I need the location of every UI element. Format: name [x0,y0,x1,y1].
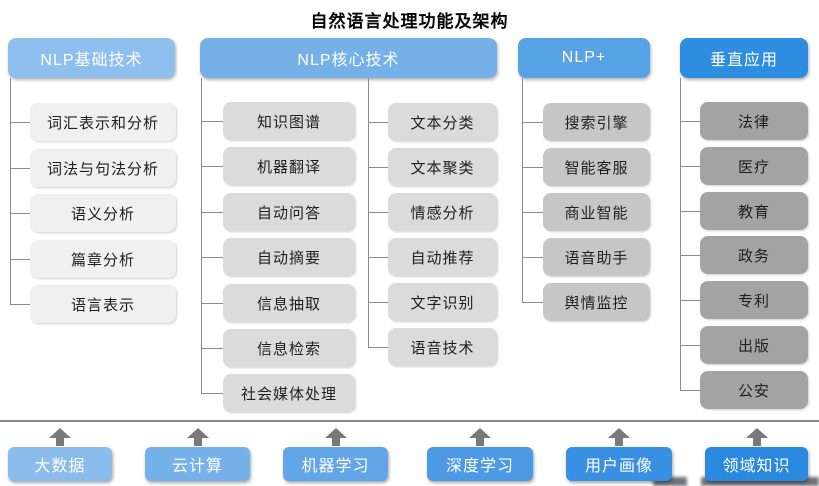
connector-tick [201,303,223,304]
item-box: 情感分析 [388,193,497,231]
connector-tick [368,212,388,213]
connector-tick [368,257,388,258]
item-box: 公安 [700,371,808,409]
connector-tick [10,304,30,305]
connector-line [10,78,11,304]
column-header: NLP核心技术 [200,38,497,78]
connector-tick [368,302,388,303]
connector-tick [522,122,543,123]
connector-line [522,78,523,302]
item-box: 文本聚类 [388,148,497,186]
item-box: 出版 [700,326,808,364]
item-box: 语音助手 [543,238,650,276]
connector-tick [680,255,700,256]
arrow-up-icon [186,428,209,438]
item-box: 法律 [700,102,808,140]
column-header: NLP基础技术 [8,38,175,78]
foundation-box: 大数据 [8,447,112,481]
connector-tick [201,212,223,213]
item-box: 自动问答 [223,193,355,231]
arrow-up-icon [49,428,71,438]
item-box: 专利 [700,281,808,319]
connector-tick [201,393,223,394]
item-box: 语义分析 [30,194,176,232]
foundation-box: 机器学习 [283,447,388,481]
connector-tick [10,259,30,260]
connector-tick [680,121,700,122]
connector-tick [368,347,388,348]
item-box: 自动摘要 [223,238,355,276]
item-box: 词汇表示和分析 [30,103,176,141]
item-box: 词法与句法分析 [30,149,176,187]
item-box: 政务 [700,236,808,274]
column-header: NLP+ [518,38,650,78]
column-header: 垂直应用 [680,38,808,78]
connector-tick [10,122,30,123]
arrow-up-stem [615,438,623,446]
item-box: 知识图谱 [223,102,355,140]
arrow-up-icon [324,428,347,438]
arrow-up-stem [752,438,761,446]
connector-tick [680,300,700,301]
item-box: 商业智能 [543,193,650,231]
arrow-up-stem [56,438,64,446]
connector-tick [368,122,388,123]
connector-tick [10,213,30,214]
watermark-smudge [701,477,819,486]
item-box: 机器翻译 [223,147,355,185]
item-box: 信息抽取 [223,284,355,322]
item-box: 语言表示 [30,285,176,323]
connector-tick [10,168,30,169]
item-box: 语音技术 [388,328,497,366]
foundation-box: 用户画像 [566,447,672,481]
watermark [599,477,819,486]
connector-tick [522,212,543,213]
item-box: 社会媒体处理 [223,374,355,412]
item-box: 教育 [700,192,808,230]
item-box: 篇章分析 [30,240,176,278]
connector-tick [680,166,700,167]
connector-tick [680,211,700,212]
foundation-box: 云计算 [145,447,250,481]
item-box: 搜索引擎 [543,103,650,141]
item-box: 信息检索 [223,329,355,367]
connector-tick [201,257,223,258]
connector-tick [201,121,223,122]
connector-tick [201,348,223,349]
connector-line [201,78,202,394]
connector-tick [680,390,700,391]
connector-tick [522,167,543,168]
arrow-up-stem [331,438,340,446]
foundation-box: 深度学习 [427,447,533,481]
arrow-up-icon [469,428,491,438]
connector-line [680,78,681,390]
arrow-up-stem [193,438,202,446]
arrow-up-icon [745,428,768,438]
item-box: 文字识别 [388,283,497,321]
arrow-up-icon [608,428,630,438]
item-box: 自动推荐 [388,238,497,276]
watermark-smudge [653,477,687,486]
diagram-title: 自然语言处理功能及架构 [310,12,509,31]
separator-line [0,420,819,422]
item-box: 医疗 [700,147,808,185]
connector-tick [368,167,388,168]
connector-tick [522,302,543,303]
connector-tick [680,345,700,346]
item-box: 舆情监控 [543,283,650,321]
foundation-box: 领域知识 [705,447,808,481]
connector-tick [201,166,223,167]
item-box: 智能客服 [543,148,650,186]
arrow-up-stem [476,438,484,446]
connector-tick [522,257,543,258]
item-box: 文本分类 [388,103,497,141]
